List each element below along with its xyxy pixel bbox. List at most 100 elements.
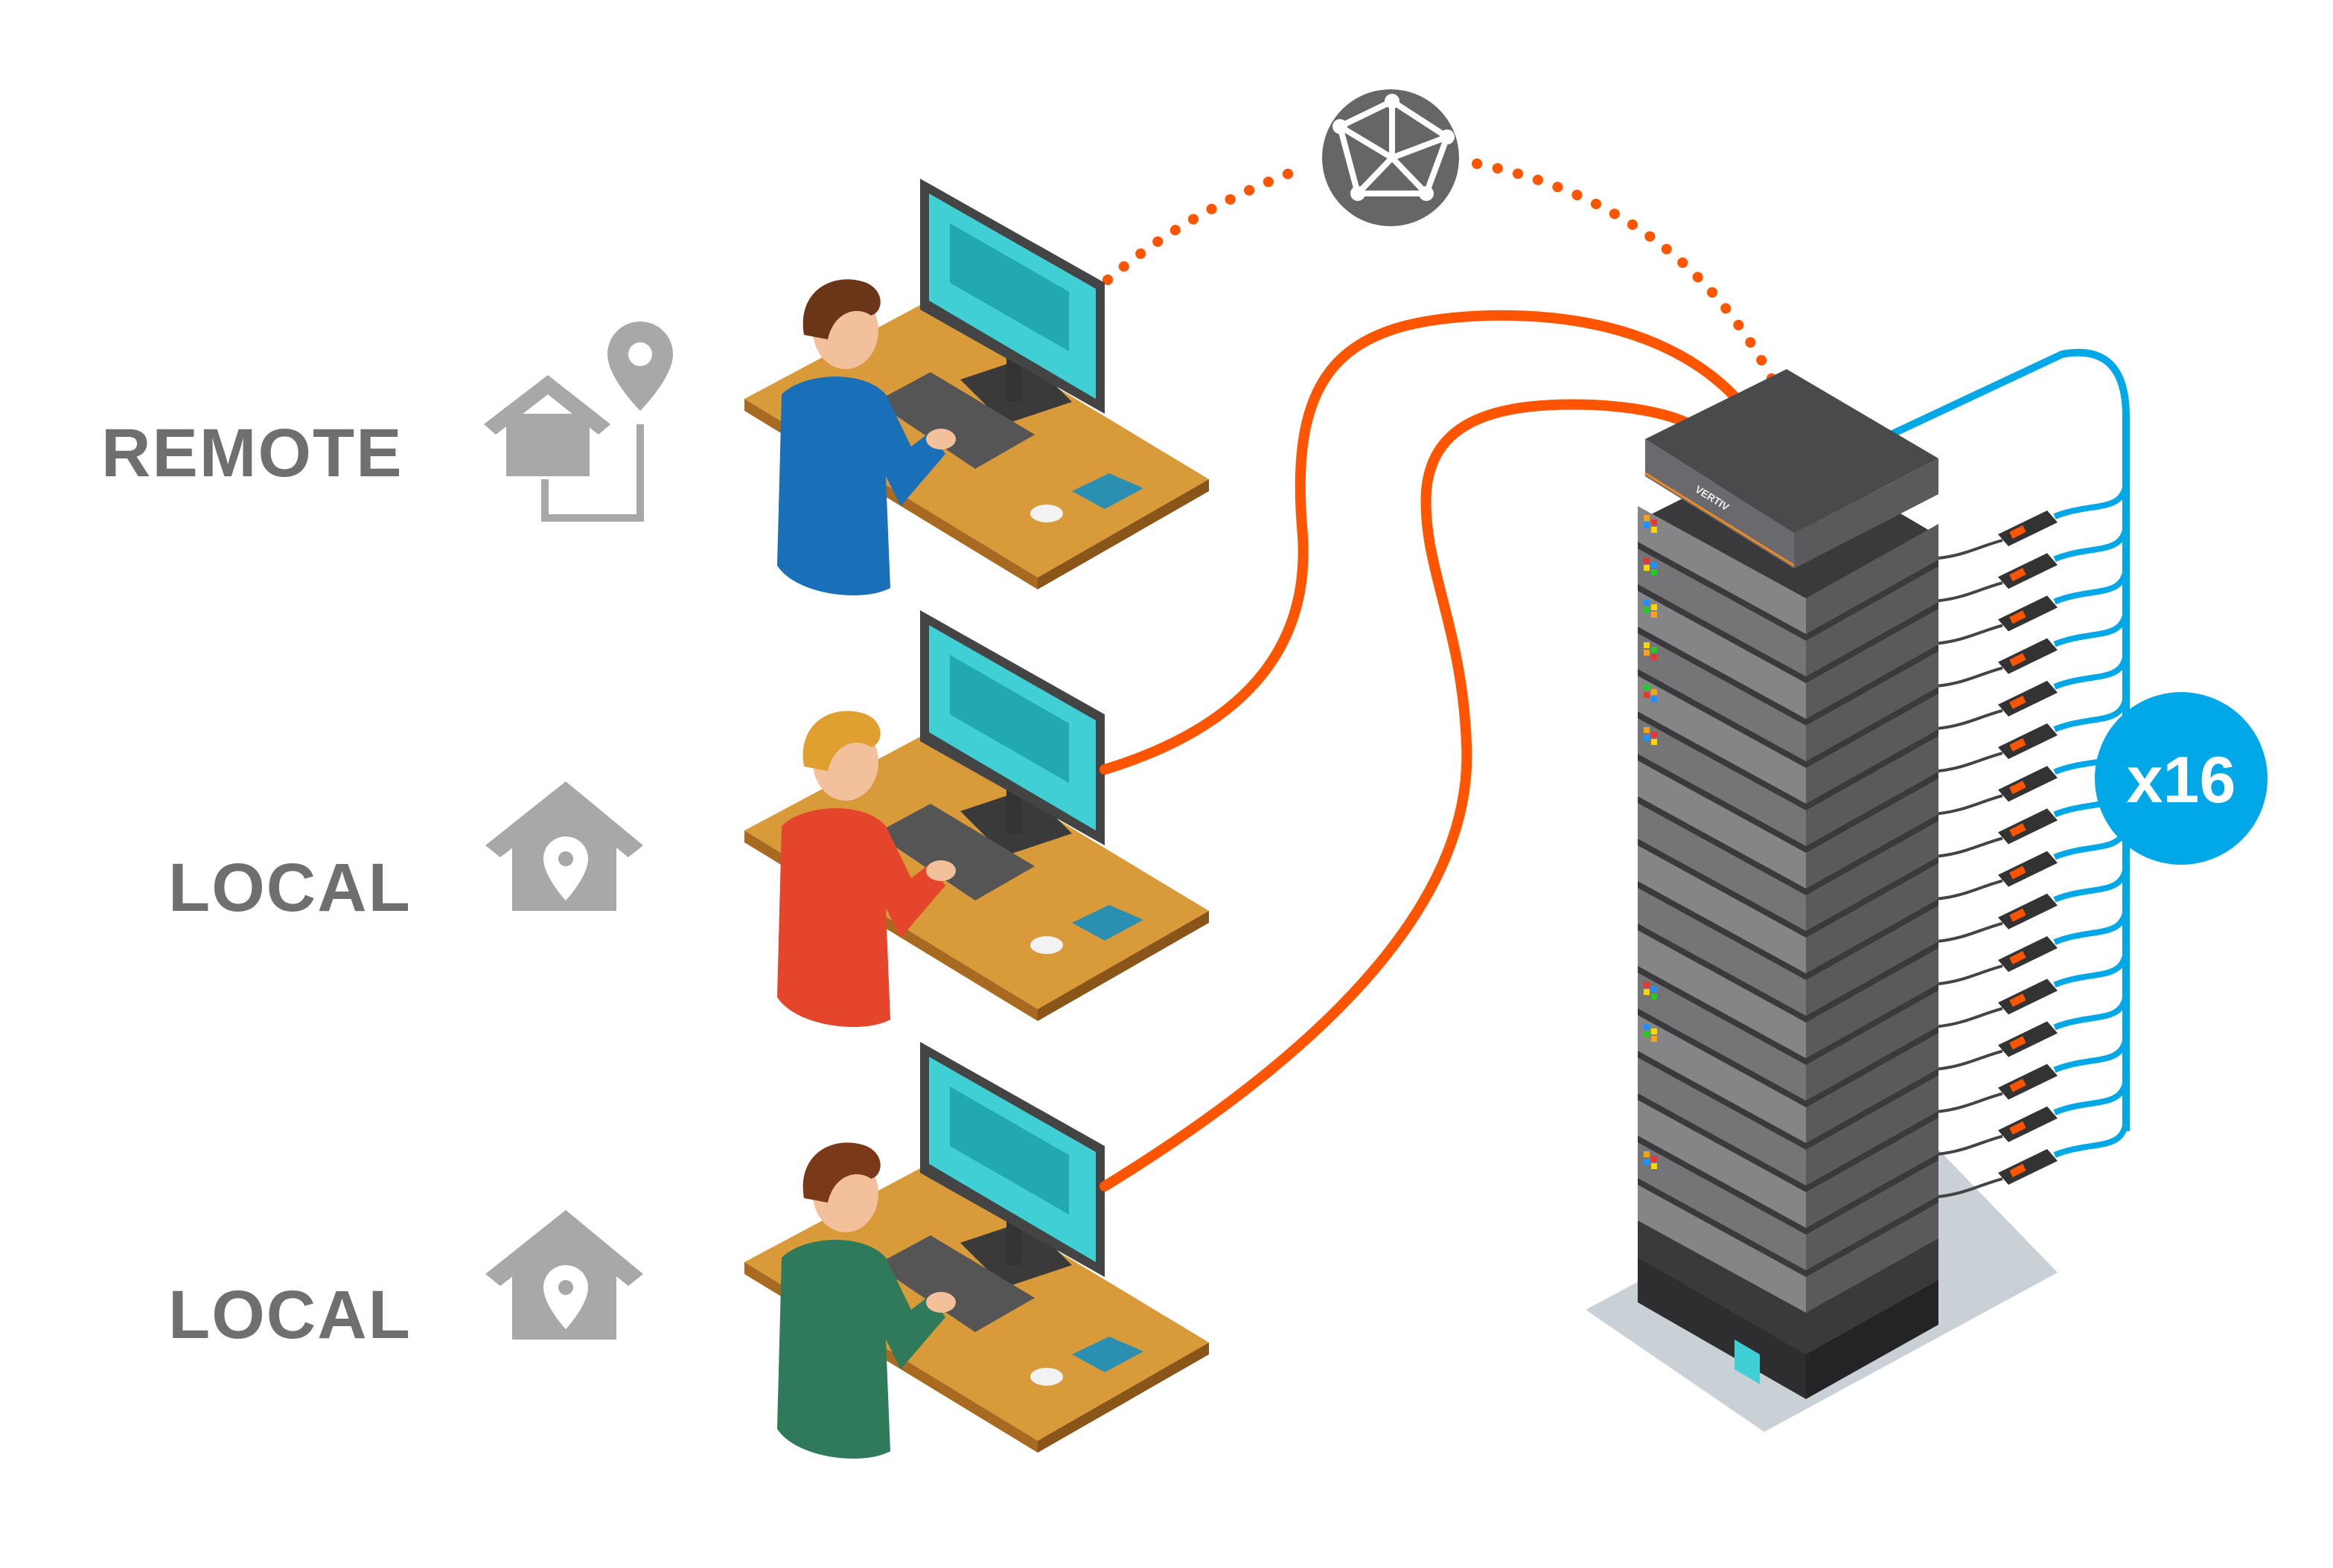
status-led <box>1651 986 1657 992</box>
status-led <box>1651 562 1657 568</box>
cable-local-2 <box>1100 399 1710 1191</box>
dongle-led <box>2009 653 2026 667</box>
status-led <box>1651 604 1657 610</box>
server-unit <box>1638 1100 1938 1228</box>
rack-base-side <box>1806 1280 1938 1399</box>
server-cable <box>1938 666 2003 688</box>
cable-local-1 <box>1100 310 1762 775</box>
server-front <box>1638 1057 1806 1185</box>
kvm-dongle <box>1998 979 2058 1015</box>
status-led <box>1644 642 1650 648</box>
server-front <box>1638 973 1806 1101</box>
server-cable <box>1938 1177 2003 1198</box>
status-led <box>1651 1036 1657 1042</box>
kvm-dongle <box>1998 638 2058 674</box>
rack-base-front <box>1638 1258 1806 1399</box>
person-body <box>777 807 945 1027</box>
keyboard <box>875 1235 1035 1332</box>
status-led <box>1651 612 1657 618</box>
dongle-led <box>2009 1036 2026 1050</box>
kvm-dongle <box>1998 1149 2058 1185</box>
network-dotted-line-left <box>1102 161 1312 285</box>
status-led <box>1651 739 1657 745</box>
server-side <box>1806 1075 1938 1185</box>
status-led <box>1644 650 1650 656</box>
kvm-dongle <box>1998 766 2058 802</box>
desk-edge <box>1038 911 1209 1021</box>
status-led <box>1651 993 1657 999</box>
status-led <box>1644 982 1650 988</box>
kvm-dongle <box>1998 511 2058 546</box>
kvm-dongle <box>1998 553 2058 589</box>
status-led <box>1644 1159 1650 1165</box>
status-led <box>1644 600 1650 606</box>
server-cable <box>1938 1049 2003 1071</box>
kvm-dongle <box>1998 1063 2058 1100</box>
server-unit <box>1638 676 1938 804</box>
server-cable <box>1938 1092 2003 1113</box>
status-led <box>1651 527 1657 533</box>
blue-cable-branch <box>2053 909 2129 945</box>
status-led <box>1651 1028 1657 1034</box>
server-unit <box>1638 633 1938 761</box>
server-cable <box>1938 539 2003 560</box>
status-led <box>1644 735 1650 740</box>
server-unit <box>1638 1185 1938 1313</box>
person-body <box>777 1239 945 1459</box>
tablet <box>1072 473 1143 509</box>
person-body <box>777 376 945 595</box>
status-led <box>1644 607 1650 613</box>
blue-cable-branch <box>2053 865 2129 903</box>
status-led <box>1651 569 1657 575</box>
server-unit <box>1638 803 1938 931</box>
blue-cable-branch <box>2053 1036 2129 1073</box>
status-led <box>1651 654 1657 660</box>
status-led <box>1644 515 1650 521</box>
status-led <box>1644 1031 1650 1037</box>
server-front <box>1638 633 1806 761</box>
kvm-dongle <box>1998 851 2058 887</box>
kvm-dongle <box>1998 680 2058 717</box>
server-front <box>1638 1100 1806 1228</box>
person-hand <box>926 1292 956 1313</box>
server-unit <box>1638 761 1938 889</box>
blue-cable-branches <box>1938 483 2129 1198</box>
kvm-dongle <box>1998 1106 2058 1142</box>
server-front <box>1638 548 1806 676</box>
blue-cable-branch <box>2053 1078 2129 1116</box>
server-side <box>1806 524 1938 634</box>
server-unit <box>1638 1142 1938 1270</box>
server-cable <box>1938 624 2003 645</box>
server-cable <box>1938 708 2003 730</box>
dongle-led <box>2009 950 2026 964</box>
server-side <box>1806 1160 1938 1270</box>
dongle-led <box>2009 1163 2026 1177</box>
server-cable <box>1938 879 2003 900</box>
dongle-led <box>2009 993 2026 1008</box>
status-led <box>1651 519 1657 525</box>
server-side <box>1806 863 1938 973</box>
server-side <box>1806 821 1938 931</box>
status-led <box>1651 732 1657 737</box>
status-led <box>1644 1024 1650 1030</box>
server-unit <box>1638 1057 1938 1185</box>
label-remote: REMOTE <box>101 415 403 491</box>
dongle-led <box>2009 695 2026 709</box>
server-unit <box>1638 506 1938 634</box>
label-local-1: LOCAL <box>168 850 412 926</box>
server-unit <box>1638 591 1938 719</box>
dongle-led <box>2009 737 2026 752</box>
person-hair <box>802 711 881 771</box>
server-side <box>1806 736 1938 846</box>
status-led <box>1651 647 1657 653</box>
server-front <box>1638 888 1806 1016</box>
server-front <box>1638 803 1806 931</box>
status-led <box>1644 557 1650 563</box>
server-unit <box>1638 845 1938 973</box>
blue-cable-branch <box>2053 993 2129 1031</box>
server-cable <box>1938 1007 2003 1028</box>
server-front <box>1638 845 1806 973</box>
server-side <box>1806 694 1938 804</box>
server-unit <box>1638 718 1938 846</box>
